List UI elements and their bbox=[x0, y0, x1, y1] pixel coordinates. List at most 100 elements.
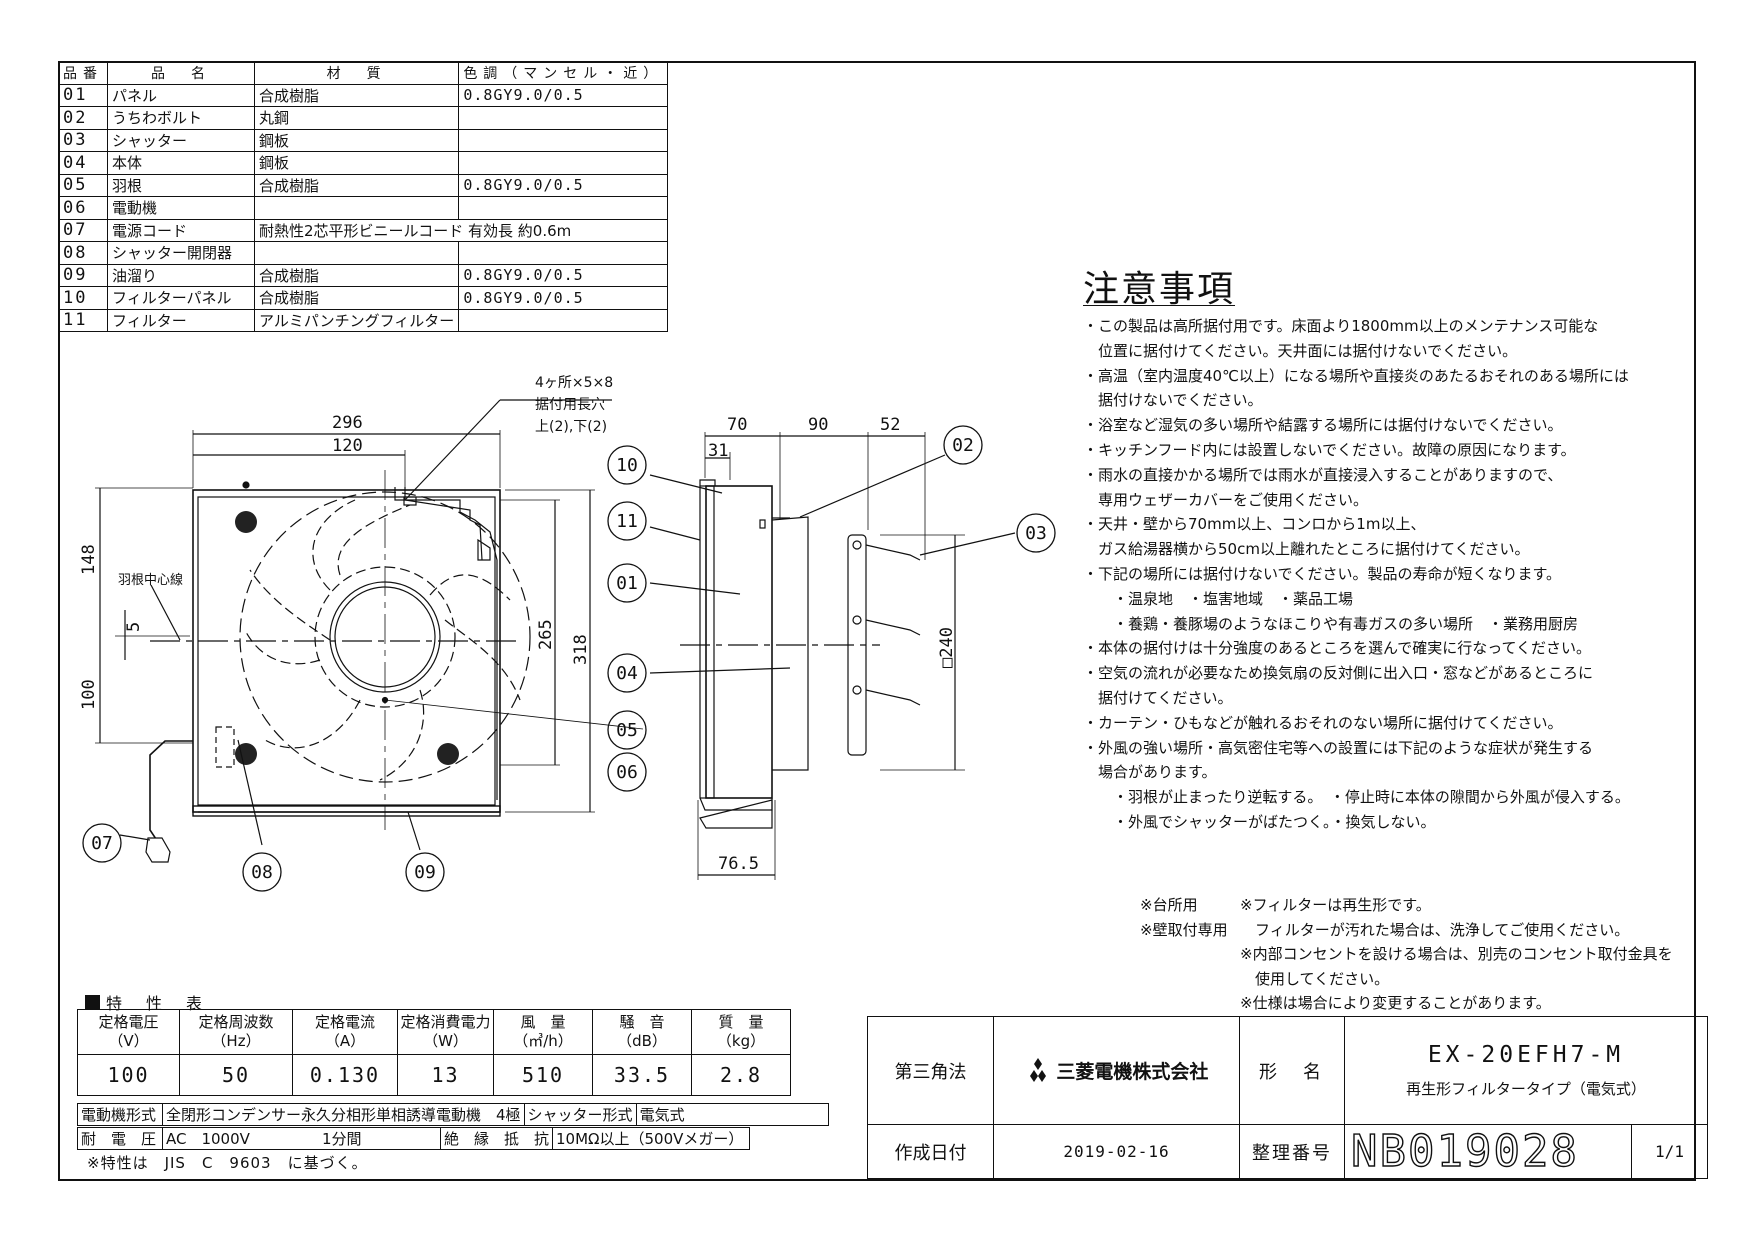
caution-line: ・天井・壁から70mm以上、コンロから1m以上、 bbox=[1083, 515, 1426, 534]
callout-10: 10 bbox=[607, 445, 647, 485]
svg-text:07: 07 bbox=[91, 833, 113, 854]
dim-52: 52 bbox=[880, 415, 900, 435]
insulation-label: 絶 縁 抵 抗 bbox=[439, 1127, 554, 1150]
svg-text:11: 11 bbox=[616, 511, 638, 532]
dim-100: 100 bbox=[79, 679, 99, 710]
model-cell: EX-20EFH7-M 再生形フィルタータイプ（電気式） bbox=[1344, 1016, 1708, 1125]
blade-center-label: 羽根中心線 bbox=[118, 572, 183, 588]
spec-header-unit: （Hz） bbox=[211, 1032, 261, 1050]
parts-cell-color: 0.8GY9.0/0.5 bbox=[458, 83, 669, 107]
company-cell: 三菱電機株式会社 bbox=[993, 1016, 1240, 1125]
spec-header-cell: 質 量（kg） bbox=[691, 1009, 791, 1055]
dim-70: 70 bbox=[727, 415, 747, 435]
svg-text:09: 09 bbox=[414, 862, 436, 883]
spec-value-cell: 0.130 bbox=[292, 1054, 398, 1096]
svg-text:04: 04 bbox=[616, 663, 638, 684]
caution-line: 専用ウェザーカバーをご使用ください。 bbox=[1083, 490, 1369, 509]
callout-07: 07 bbox=[82, 823, 122, 863]
parts-cell-material: 合成樹脂 bbox=[253, 173, 460, 197]
spec-header-unit: （W） bbox=[423, 1032, 468, 1050]
spec-value-cell: 510 bbox=[493, 1054, 593, 1096]
shutter-type-value: 電気式 bbox=[635, 1103, 829, 1126]
svg-text:06: 06 bbox=[616, 762, 638, 783]
withstand-time: 1分間 bbox=[319, 1127, 441, 1150]
side-note-text: フィルターが汚れた場合は、洗浄してご使用ください。 bbox=[1240, 920, 1630, 939]
parts-cell-no: 01 bbox=[58, 83, 108, 107]
spec-header-unit: （dB） bbox=[617, 1032, 667, 1050]
hole-note-1: 4ヶ所×5×8 bbox=[535, 375, 613, 391]
dim-120: 120 bbox=[332, 436, 363, 456]
spec-note: ※特性は JIS C 9603 に基づく。 bbox=[87, 1154, 368, 1172]
spec-header-cell: 風 量（㎥/h） bbox=[493, 1009, 593, 1055]
parts-cell-material: 鋼板 bbox=[253, 128, 460, 152]
date-label: 作成日付 bbox=[867, 1124, 994, 1179]
parts-cell-color bbox=[458, 196, 669, 220]
caution-line: ・雨水の直接かかる場所では雨水が直接浸入することがありますので、 bbox=[1083, 465, 1563, 484]
shutter-type-label: シャッター形式 bbox=[523, 1103, 637, 1126]
side-note-tag bbox=[1140, 967, 1240, 992]
number-label: 整理番号 bbox=[1239, 1124, 1345, 1179]
parts-cell-color bbox=[458, 308, 669, 332]
spec-header-name: 定格電流 bbox=[314, 1013, 375, 1031]
side-note-row: ※仕様は場合により変更することがあります。 bbox=[1140, 991, 1673, 1016]
side-note-text: ※内部コンセントを設ける場合は、別売のコンセント取付金具を bbox=[1240, 945, 1673, 963]
parts-cell-material: 耐熱性2芯平形ビニールコード 有効長 約0.6m bbox=[253, 218, 669, 242]
parts-cell-no: 05 bbox=[58, 173, 108, 197]
hole-note-3: 上(2),下(2) bbox=[535, 419, 607, 435]
caution-line: ・温泉地 ・塩害地域 ・薬品工場 bbox=[1083, 589, 1354, 608]
spec-header-name: 風 量 bbox=[520, 1013, 566, 1031]
parts-cell-no: 10 bbox=[58, 286, 108, 310]
title-block: 第三角法 三菱電機株式会社 形 名 EX-20EFH7-M 再生形フィルタータイ… bbox=[867, 1016, 1708, 1179]
parts-cell-color bbox=[458, 128, 669, 152]
caution-line: ・カーテン・ひもなどが触れるおそれのない場所に据付けてください。 bbox=[1083, 713, 1563, 732]
spec-header-name: 騒 音 bbox=[619, 1013, 665, 1031]
dim-5: 5 bbox=[124, 622, 144, 632]
parts-header-cell: 品 名 bbox=[107, 61, 255, 85]
parts-cell-name: 電動機 bbox=[107, 196, 255, 220]
caution-line: ・外風の強い場所・高気密住宅等への設置には下記のような症状が発生する bbox=[1083, 738, 1594, 757]
callout-03: 03 bbox=[1016, 513, 1056, 553]
spec-header-unit: （㎥/h） bbox=[513, 1032, 573, 1050]
insulation-value: 10MΩ以上（500Vメガー） bbox=[552, 1127, 751, 1150]
side-view bbox=[384, 432, 1016, 880]
spec-header-unit: （kg） bbox=[716, 1032, 766, 1050]
dim-31: 31 bbox=[708, 441, 728, 461]
spec-header-name: 質 量 bbox=[718, 1013, 764, 1031]
caution-line: ・浴室など湿気の多い場所や結露する場所には据付けないでください。 bbox=[1083, 416, 1563, 435]
number-value: NB019028 bbox=[1344, 1124, 1632, 1179]
withstand-value: AC 1000V bbox=[162, 1127, 319, 1150]
dim-90: 90 bbox=[808, 415, 828, 435]
spec-value-cell: 33.5 bbox=[592, 1054, 692, 1096]
svg-text:01: 01 bbox=[616, 573, 638, 594]
model-name: EX-20EFH7-M bbox=[1427, 1042, 1625, 1068]
dim-265: 265 bbox=[536, 619, 556, 650]
spec-value-cell: 50 bbox=[179, 1054, 293, 1096]
spec-value-cell: 100 bbox=[77, 1054, 180, 1096]
side-note-text: ※フィルターは再生形です。 bbox=[1240, 896, 1431, 914]
parts-cell-name: フィルター bbox=[107, 308, 255, 332]
svg-text:02: 02 bbox=[952, 435, 974, 456]
parts-cell-material: アルミパンチングフィルター bbox=[253, 308, 460, 332]
projection-label: 第三角法 bbox=[867, 1016, 994, 1125]
spec-header-cell: 定格消費電力（W） bbox=[397, 1009, 494, 1055]
spec-header-name: 定格電圧 bbox=[98, 1013, 159, 1031]
side-note-row: ※内部コンセントを設ける場合は、別売のコンセント取付金具を bbox=[1140, 942, 1673, 967]
svg-text:05: 05 bbox=[616, 720, 638, 741]
side-note-tag: ※台所用 bbox=[1140, 896, 1198, 914]
parts-cell-color: 0.8GY9.0/0.5 bbox=[458, 263, 669, 287]
dim-76-5: 76.5 bbox=[718, 854, 759, 874]
callout-01: 01 bbox=[607, 563, 647, 603]
caution-line: ・キッチンフード内には設置しないでください。故障の原因になります。 bbox=[1083, 440, 1576, 459]
parts-cell-name: シャッター bbox=[107, 128, 255, 152]
caution-line: ・本体の据付けは十分強度のあるところを選んで確実に行なってください。 bbox=[1083, 639, 1592, 658]
model-label: 形 名 bbox=[1239, 1016, 1345, 1125]
dim-240: □240 bbox=[937, 627, 957, 668]
caution-line: ・この製品は高所据付用です。床面より1800mm以上のメンテナンス可能な bbox=[1083, 317, 1599, 335]
side-note-text: ※仕様は場合により変更することがあります。 bbox=[1240, 994, 1551, 1012]
